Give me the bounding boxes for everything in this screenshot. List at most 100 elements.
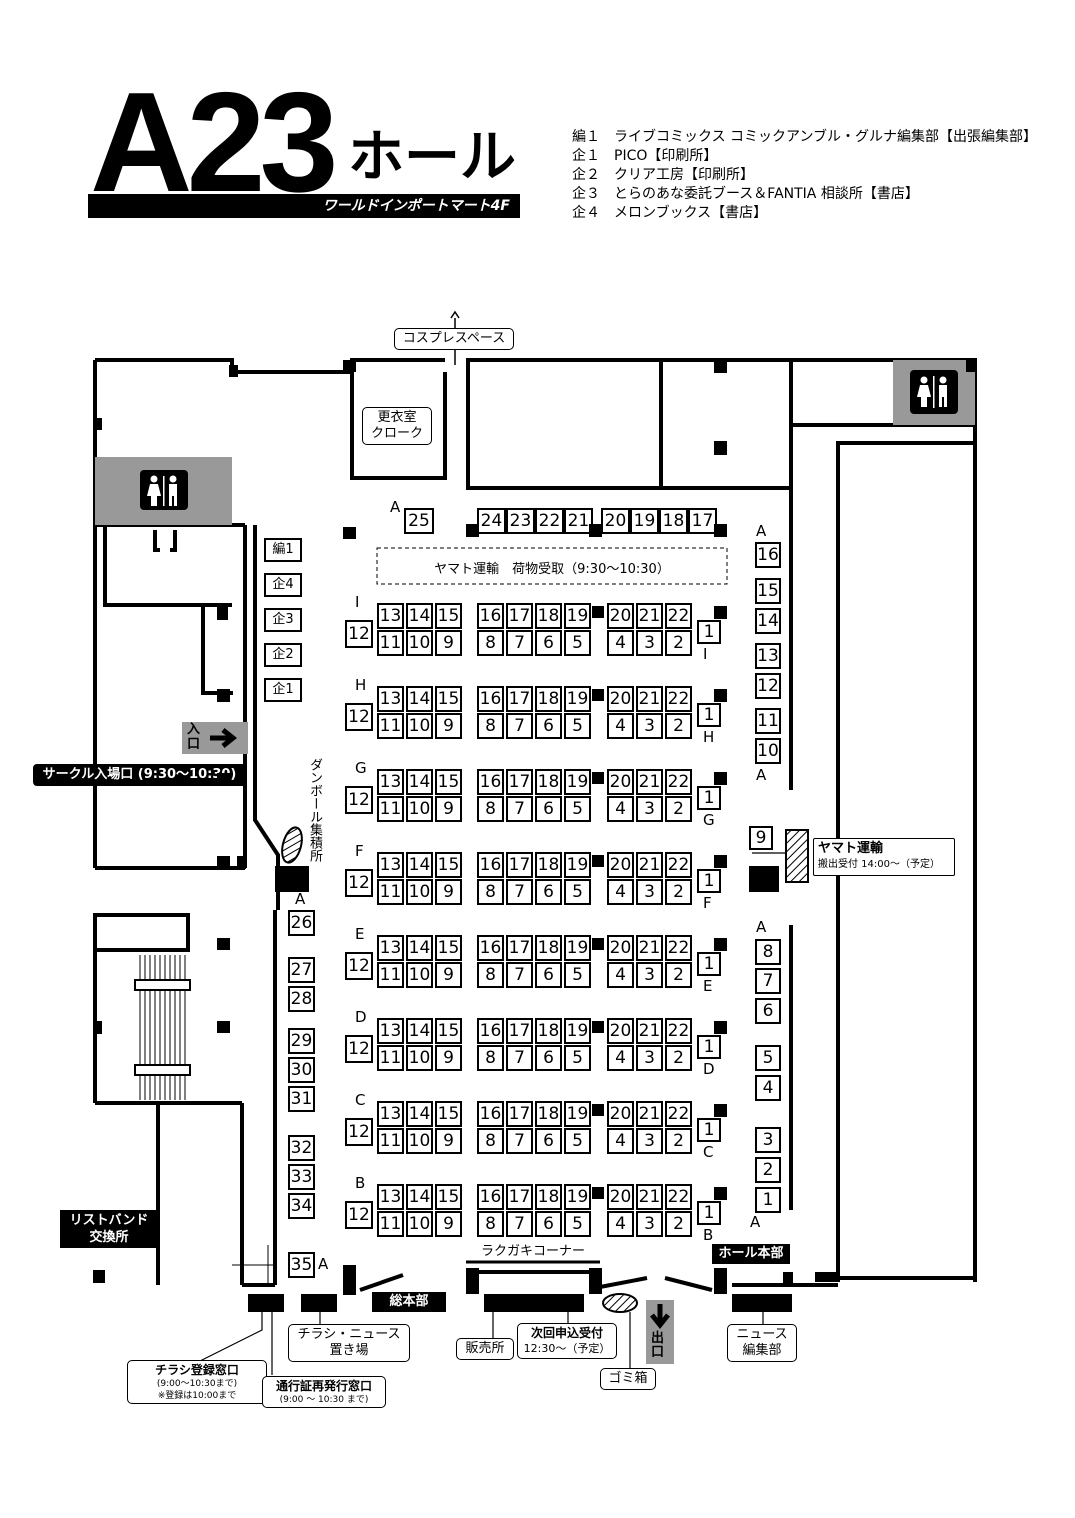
booth-H-17[interactable]: 17 bbox=[506, 686, 533, 712]
booth-E-14[interactable]: 14 bbox=[406, 935, 433, 961]
booth-H-6[interactable]: 6 bbox=[535, 713, 562, 739]
booth-G-10[interactable]: 10 bbox=[406, 796, 433, 822]
booth-I-17[interactable]: 17 bbox=[506, 603, 533, 629]
booth-D-17[interactable]: 17 bbox=[506, 1018, 533, 1044]
booth-G-11[interactable]: 11 bbox=[377, 796, 404, 822]
booth-end-left[interactable]: 12 bbox=[345, 786, 373, 814]
booth-H-4[interactable]: 4 bbox=[607, 713, 634, 739]
booth-C-5[interactable]: 5 bbox=[564, 1128, 591, 1154]
booth-H-2[interactable]: 2 bbox=[665, 713, 692, 739]
booth-end-right[interactable]: 1 bbox=[697, 620, 721, 644]
booth-I-16[interactable]: 16 bbox=[477, 603, 504, 629]
booth-end-right[interactable]: 1 bbox=[697, 703, 721, 727]
booth-B-7[interactable]: 7 bbox=[506, 1211, 533, 1237]
booth-H-9[interactable]: 9 bbox=[435, 713, 462, 739]
booth-I-20[interactable]: 20 bbox=[607, 603, 634, 629]
wall-space-1[interactable]: 1 bbox=[755, 1187, 781, 1213]
booth-B-19[interactable]: 19 bbox=[564, 1184, 591, 1210]
booth-F-13[interactable]: 13 bbox=[377, 852, 404, 878]
booth-B-11[interactable]: 11 bbox=[377, 1211, 404, 1237]
booth-F-3[interactable]: 3 bbox=[636, 879, 663, 905]
booth-D-21[interactable]: 21 bbox=[636, 1018, 663, 1044]
booth-G-9[interactable]: 9 bbox=[435, 796, 462, 822]
booth-C-15[interactable]: 15 bbox=[435, 1101, 462, 1127]
booth-H-8[interactable]: 8 bbox=[477, 713, 504, 739]
booth-E-3[interactable]: 3 bbox=[636, 962, 663, 988]
booth-end-right[interactable]: 1 bbox=[697, 952, 721, 976]
wall-space-4[interactable]: 4 bbox=[755, 1075, 781, 1101]
booth-E-22[interactable]: 22 bbox=[665, 935, 692, 961]
wall-space-14[interactable]: 14 bbox=[755, 608, 781, 634]
booth-end-left[interactable]: 12 bbox=[345, 1035, 373, 1063]
booth-I-11[interactable]: 11 bbox=[377, 630, 404, 656]
booth-B-22[interactable]: 22 bbox=[665, 1184, 692, 1210]
booth-end-right[interactable]: 1 bbox=[697, 786, 721, 810]
booth-D-22[interactable]: 22 bbox=[665, 1018, 692, 1044]
wall-space-7[interactable]: 7 bbox=[755, 968, 781, 994]
booth-E-18[interactable]: 18 bbox=[535, 935, 562, 961]
booth-C-13[interactable]: 13 bbox=[377, 1101, 404, 1127]
booth-G-14[interactable]: 14 bbox=[406, 769, 433, 795]
booth-E-10[interactable]: 10 bbox=[406, 962, 433, 988]
booth-C-22[interactable]: 22 bbox=[665, 1101, 692, 1127]
booth-E-21[interactable]: 21 bbox=[636, 935, 663, 961]
wall-space-22[interactable]: 22 bbox=[535, 508, 564, 534]
booth-D-10[interactable]: 10 bbox=[406, 1045, 433, 1071]
booth-end-right[interactable]: 1 bbox=[697, 1201, 721, 1225]
wall-space-24[interactable]: 24 bbox=[477, 508, 506, 534]
booth-H-22[interactable]: 22 bbox=[665, 686, 692, 712]
corporate-space[interactable]: 企2 bbox=[264, 643, 302, 667]
booth-B-17[interactable]: 17 bbox=[506, 1184, 533, 1210]
booth-I-21[interactable]: 21 bbox=[636, 603, 663, 629]
booth-H-11[interactable]: 11 bbox=[377, 713, 404, 739]
wall-space-34[interactable]: 34 bbox=[288, 1193, 315, 1219]
booth-D-13[interactable]: 13 bbox=[377, 1018, 404, 1044]
booth-C-8[interactable]: 8 bbox=[477, 1128, 504, 1154]
wall-space-5[interactable]: 5 bbox=[755, 1045, 781, 1071]
booth-H-20[interactable]: 20 bbox=[607, 686, 634, 712]
booth-end-left[interactable]: 12 bbox=[345, 1201, 373, 1229]
booth-G-21[interactable]: 21 bbox=[636, 769, 663, 795]
wall-space-28[interactable]: 28 bbox=[288, 986, 315, 1012]
booth-E-7[interactable]: 7 bbox=[506, 962, 533, 988]
booth-E-4[interactable]: 4 bbox=[607, 962, 634, 988]
booth-B-14[interactable]: 14 bbox=[406, 1184, 433, 1210]
booth-end-right[interactable]: 1 bbox=[697, 1035, 721, 1059]
corporate-space[interactable]: 企3 bbox=[264, 608, 302, 632]
booth-B-16[interactable]: 16 bbox=[477, 1184, 504, 1210]
booth-I-3[interactable]: 3 bbox=[636, 630, 663, 656]
booth-B-4[interactable]: 4 bbox=[607, 1211, 634, 1237]
booth-F-7[interactable]: 7 bbox=[506, 879, 533, 905]
booth-B-10[interactable]: 10 bbox=[406, 1211, 433, 1237]
booth-H-14[interactable]: 14 bbox=[406, 686, 433, 712]
wall-space-9[interactable]: 9 bbox=[749, 826, 773, 850]
wall-space-23[interactable]: 23 bbox=[506, 508, 535, 534]
booth-D-19[interactable]: 19 bbox=[564, 1018, 591, 1044]
wall-space-2[interactable]: 2 bbox=[755, 1157, 781, 1183]
booth-E-20[interactable]: 20 bbox=[607, 935, 634, 961]
booth-E-19[interactable]: 19 bbox=[564, 935, 591, 961]
booth-H-16[interactable]: 16 bbox=[477, 686, 504, 712]
booth-G-5[interactable]: 5 bbox=[564, 796, 591, 822]
booth-D-8[interactable]: 8 bbox=[477, 1045, 504, 1071]
booth-I-10[interactable]: 10 bbox=[406, 630, 433, 656]
booth-C-14[interactable]: 14 bbox=[406, 1101, 433, 1127]
booth-C-16[interactable]: 16 bbox=[477, 1101, 504, 1127]
booth-D-16[interactable]: 16 bbox=[477, 1018, 504, 1044]
booth-F-9[interactable]: 9 bbox=[435, 879, 462, 905]
booth-G-13[interactable]: 13 bbox=[377, 769, 404, 795]
booth-F-15[interactable]: 15 bbox=[435, 852, 462, 878]
booth-F-6[interactable]: 6 bbox=[535, 879, 562, 905]
booth-G-22[interactable]: 22 bbox=[665, 769, 692, 795]
booth-F-17[interactable]: 17 bbox=[506, 852, 533, 878]
booth-end-left[interactable]: 12 bbox=[345, 952, 373, 980]
booth-G-6[interactable]: 6 bbox=[535, 796, 562, 822]
booth-E-2[interactable]: 2 bbox=[665, 962, 692, 988]
wall-space-35[interactable]: 35 bbox=[288, 1252, 315, 1278]
booth-B-8[interactable]: 8 bbox=[477, 1211, 504, 1237]
booth-F-22[interactable]: 22 bbox=[665, 852, 692, 878]
booth-D-2[interactable]: 2 bbox=[665, 1045, 692, 1071]
booth-B-15[interactable]: 15 bbox=[435, 1184, 462, 1210]
booth-D-15[interactable]: 15 bbox=[435, 1018, 462, 1044]
booth-H-10[interactable]: 10 bbox=[406, 713, 433, 739]
